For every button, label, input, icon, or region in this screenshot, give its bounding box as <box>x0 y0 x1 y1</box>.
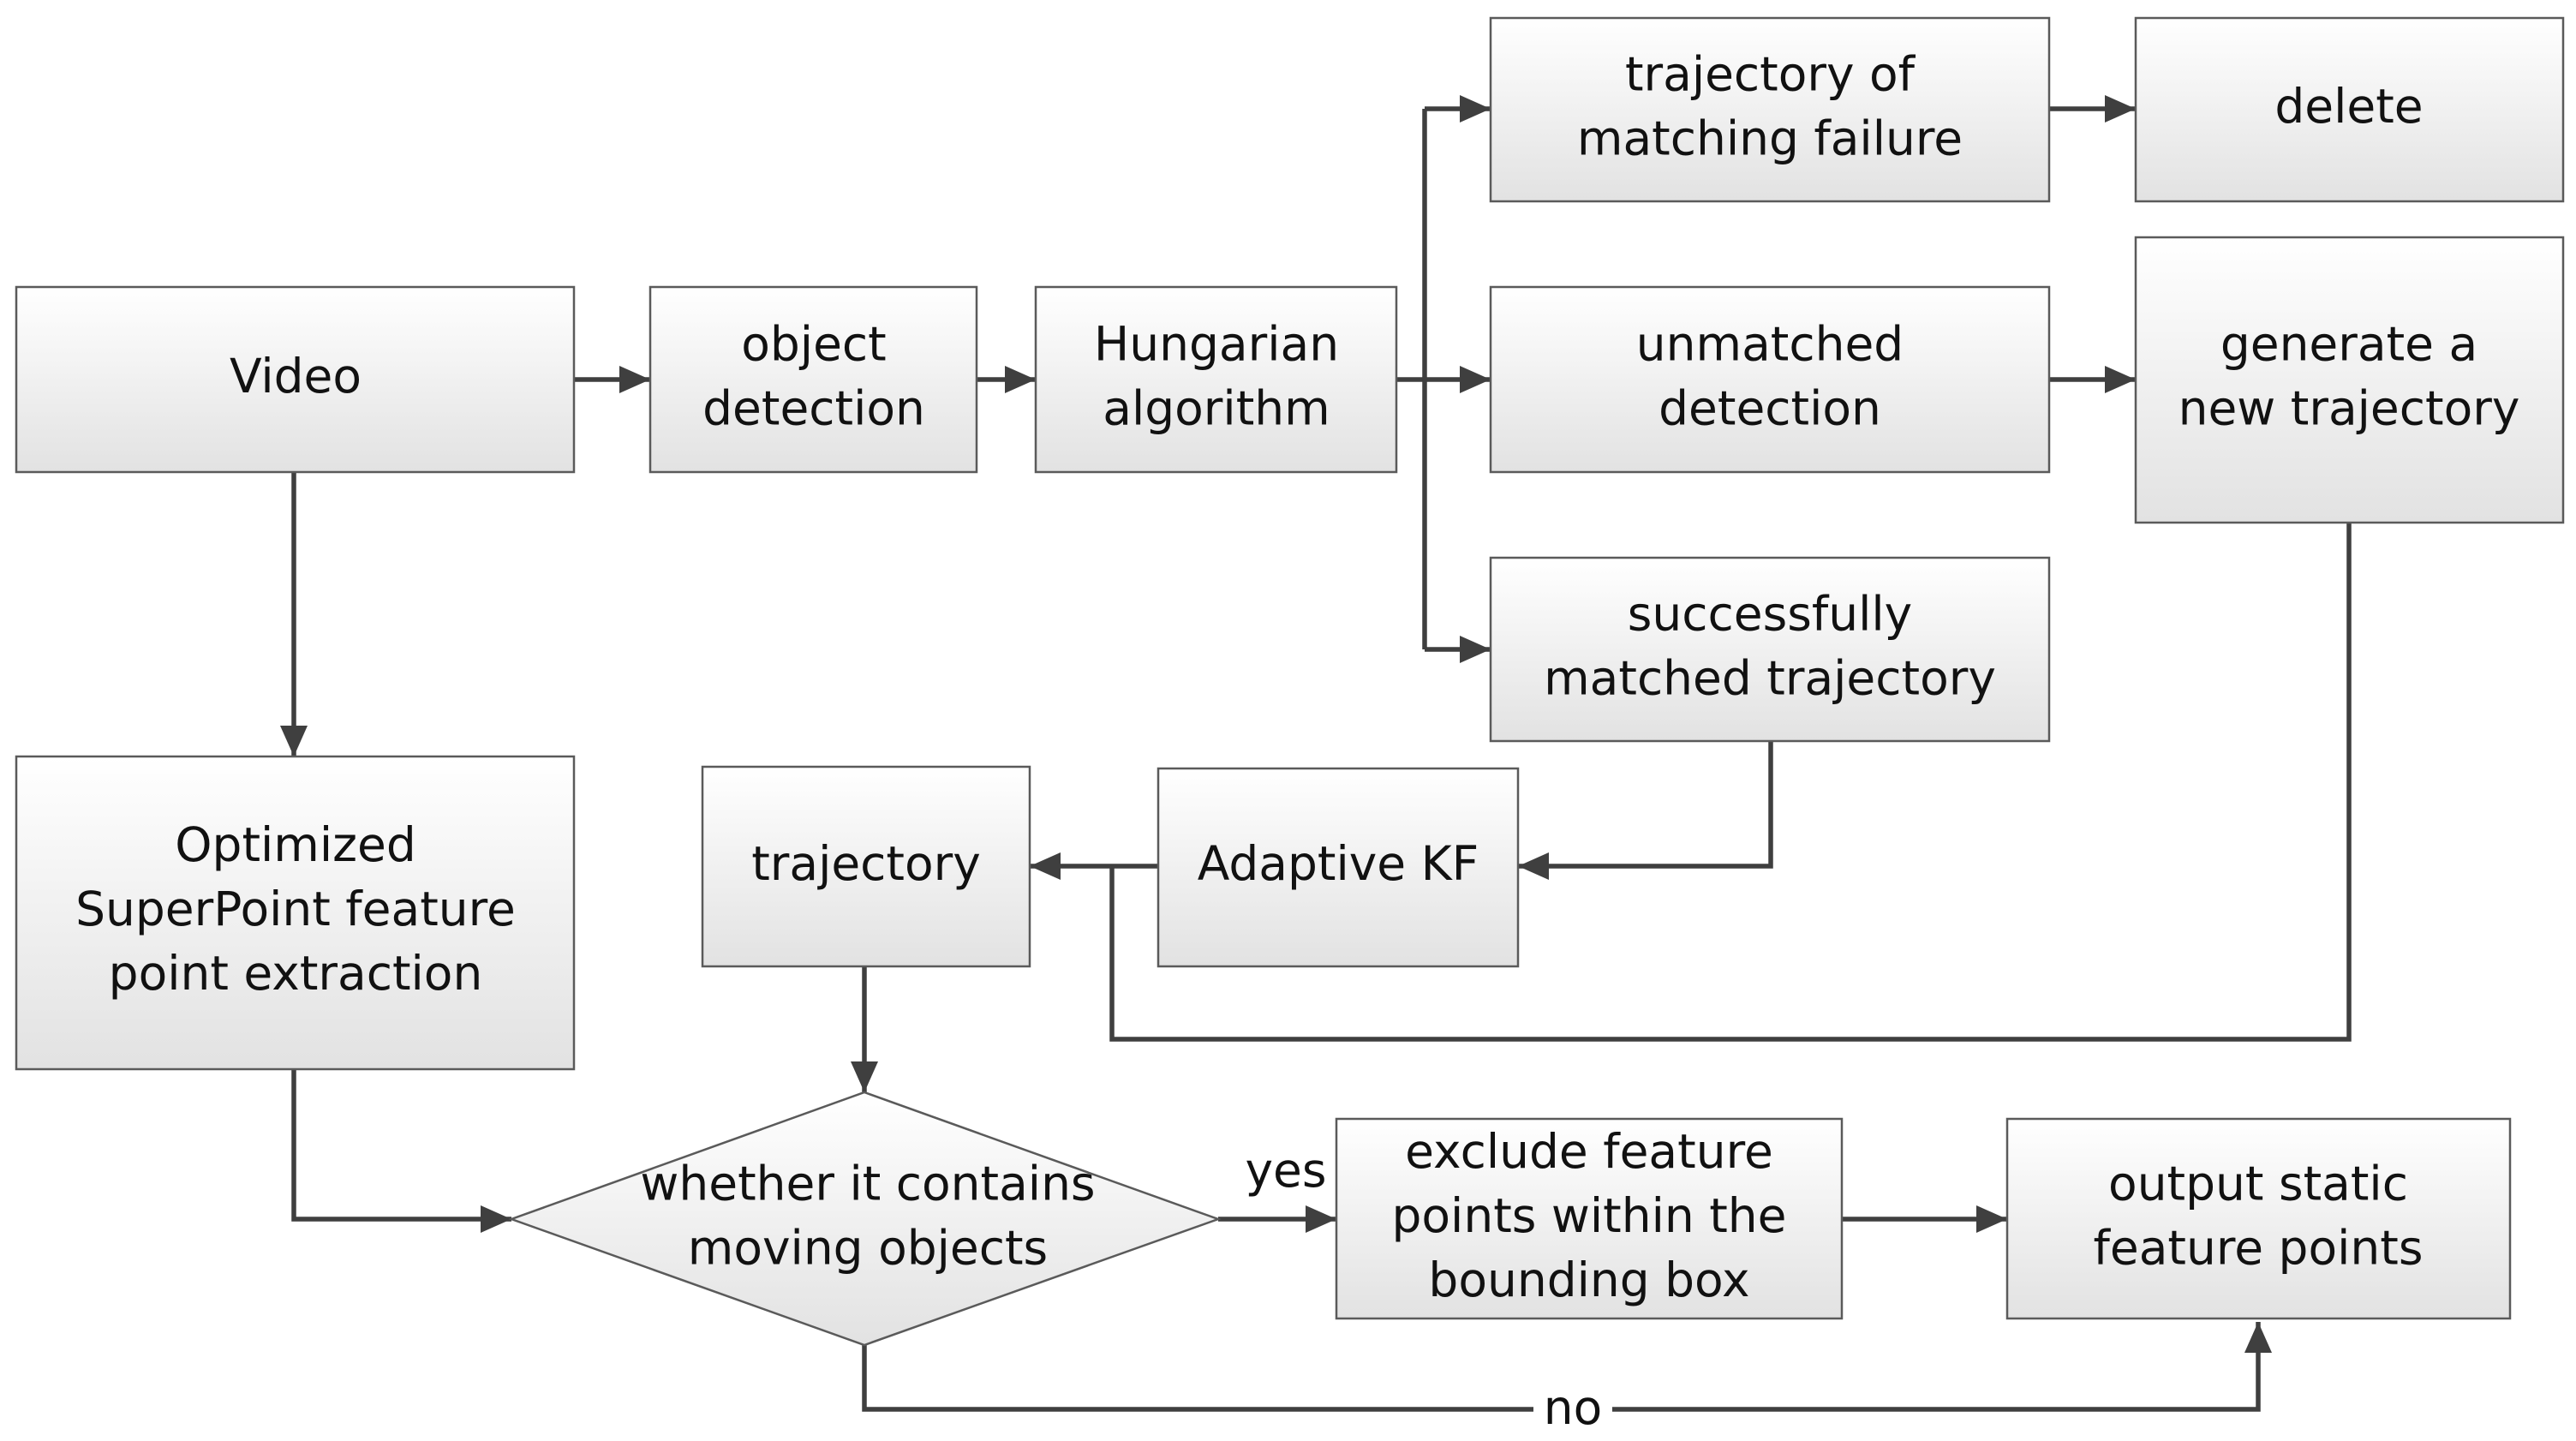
nodes: Video object detection Hungarian algorithm… <box>15 16 2565 1347</box>
node-label-line: feature points <box>2094 1221 2424 1276</box>
node-label-line: moving objects <box>688 1221 1048 1276</box>
node-label-line: detection <box>702 381 925 436</box>
node-matched-trajectory: successfully matched trajectory <box>1489 556 2051 743</box>
node-label-line: algorithm <box>1103 381 1330 436</box>
node-label-line: successfully <box>1628 587 1912 642</box>
node-object-detection: object detection <box>648 285 978 474</box>
node-label-line: points within the <box>1392 1188 1787 1243</box>
node-label-line: detection <box>1659 381 1881 436</box>
node-output-static-points-label: output static feature points <box>2094 1157 2424 1276</box>
node-label-line: unmatched <box>1636 317 1904 372</box>
node-label-line: generate a <box>2220 317 2477 372</box>
node-exclude-feature-points: exclude feature points within the bounding… <box>1335 1117 1844 1320</box>
arrow-superpoint-to-decision <box>291 1069 511 1233</box>
node-object-detection-label: object detection <box>702 317 925 436</box>
edge-labels: yes no <box>1245 1143 1612 1435</box>
node-video: Video <box>15 285 576 474</box>
node-trajectory-label: trajectory <box>751 836 981 891</box>
node-label-line: Optimized <box>175 817 416 872</box>
node-decision-label: whether it contains moving objects <box>640 1157 1095 1276</box>
node-label-line: SuperPoint feature <box>75 882 516 936</box>
node-adaptive-kf: Adaptive KF <box>1157 767 1520 968</box>
node-output-static-points: output static feature points <box>2005 1117 2512 1320</box>
node-label-line: whether it contains <box>640 1157 1095 1211</box>
node-label-line: output static <box>2108 1157 2408 1211</box>
node-decision: whether it contains moving objects <box>508 1091 1222 1347</box>
no-label: no <box>1544 1380 1603 1435</box>
arrow-new-trajectory-to-trajectory <box>1109 523 2352 1042</box>
node-video-label: Video <box>230 349 362 404</box>
node-label-line: object <box>741 317 887 372</box>
node-hungarian-algorithm: Hungarian algorithm <box>1034 285 1398 474</box>
node-hungarian-algorithm-label: Hungarian algorithm <box>1094 317 1339 436</box>
node-label-line: matching failure <box>1577 111 1963 166</box>
node-unmatched-detection: unmatched detection <box>1489 285 2051 474</box>
node-unmatched-detection-label: unmatched detection <box>1636 317 1904 436</box>
node-label-line: exclude feature <box>1405 1124 1773 1179</box>
node-exclude-feature-points-label: exclude feature points within the bounding… <box>1392 1124 1787 1307</box>
node-new-trajectory: generate a new trajectory <box>2134 236 2565 524</box>
node-label-line: trajectory of <box>1625 47 1916 102</box>
node-label-line: Adaptive KF <box>1198 836 1479 891</box>
node-matching-failure: trajectory of matching failure <box>1489 16 2051 203</box>
node-label-line: Video <box>230 349 362 404</box>
arrow-matched-trajectory-to-adaptive-kf <box>1518 741 1773 880</box>
node-label-line: trajectory <box>751 836 981 891</box>
node-delete: delete <box>2134 16 2565 203</box>
node-matching-failure-label: trajectory of matching failure <box>1577 47 1963 166</box>
node-new-trajectory-label: generate a new trajectory <box>2179 317 2520 436</box>
node-label-line: point extraction <box>109 946 483 1001</box>
yes-label: yes <box>1245 1143 1326 1198</box>
node-label-line: Hungarian <box>1094 317 1339 372</box>
node-label-line: matched trajectory <box>1544 651 1996 706</box>
node-delete-label: delete <box>2274 79 2423 134</box>
node-label-line: new trajectory <box>2179 381 2520 436</box>
node-label-line: delete <box>2274 79 2423 134</box>
node-matched-trajectory-label: successfully matched trajectory <box>1544 587 1996 706</box>
node-adaptive-kf-label: Adaptive KF <box>1198 836 1479 891</box>
no-label-background <box>1533 1390 1612 1429</box>
node-trajectory: trajectory <box>701 765 1031 968</box>
node-label-line: bounding box <box>1428 1253 1749 1307</box>
